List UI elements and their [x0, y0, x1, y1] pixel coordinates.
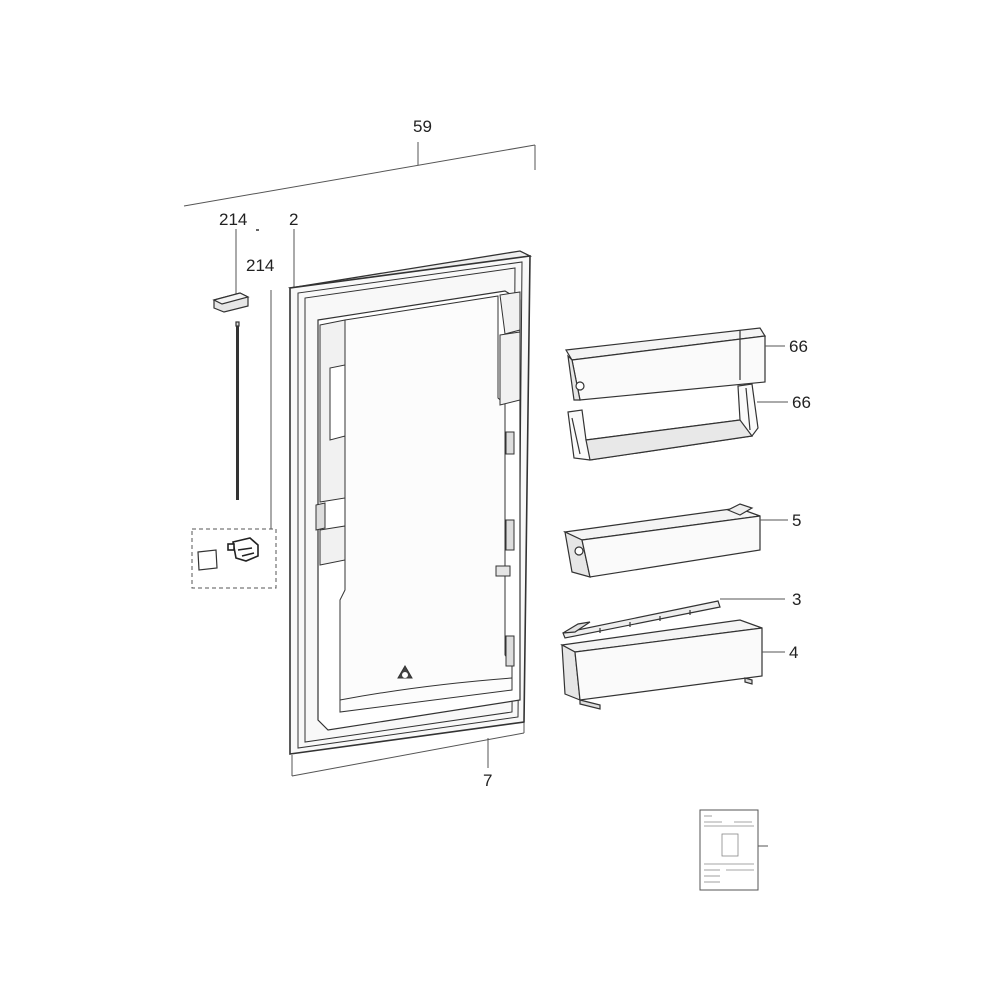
label-214-upper: 214	[219, 210, 247, 229]
label-7: 7	[483, 771, 492, 790]
door-frame	[287, 250, 533, 755]
rail-part	[562, 600, 721, 639]
label-5: 5	[792, 511, 801, 530]
gasket-bracket	[291, 723, 525, 777]
label-66-top: 66	[789, 337, 808, 356]
shelf-top-part	[565, 327, 767, 401]
door-assembly-bracket	[183, 142, 536, 207]
label-66-second: 66	[792, 393, 811, 412]
hinge-cover-part	[212, 229, 250, 500]
bottle-shelf-part	[560, 619, 763, 710]
label-59: 59	[413, 117, 432, 136]
label-4: 4	[789, 643, 798, 662]
hinge-kit-group	[191, 290, 277, 589]
shelf-middle-part	[562, 503, 761, 578]
label-2: 2	[289, 210, 298, 229]
shelf-second-part	[567, 383, 759, 461]
hinge-bracket-icon	[227, 537, 259, 562]
label-214-kit: 214	[246, 256, 274, 275]
label-3: 3	[792, 590, 801, 609]
manual-booklet	[699, 809, 768, 891]
